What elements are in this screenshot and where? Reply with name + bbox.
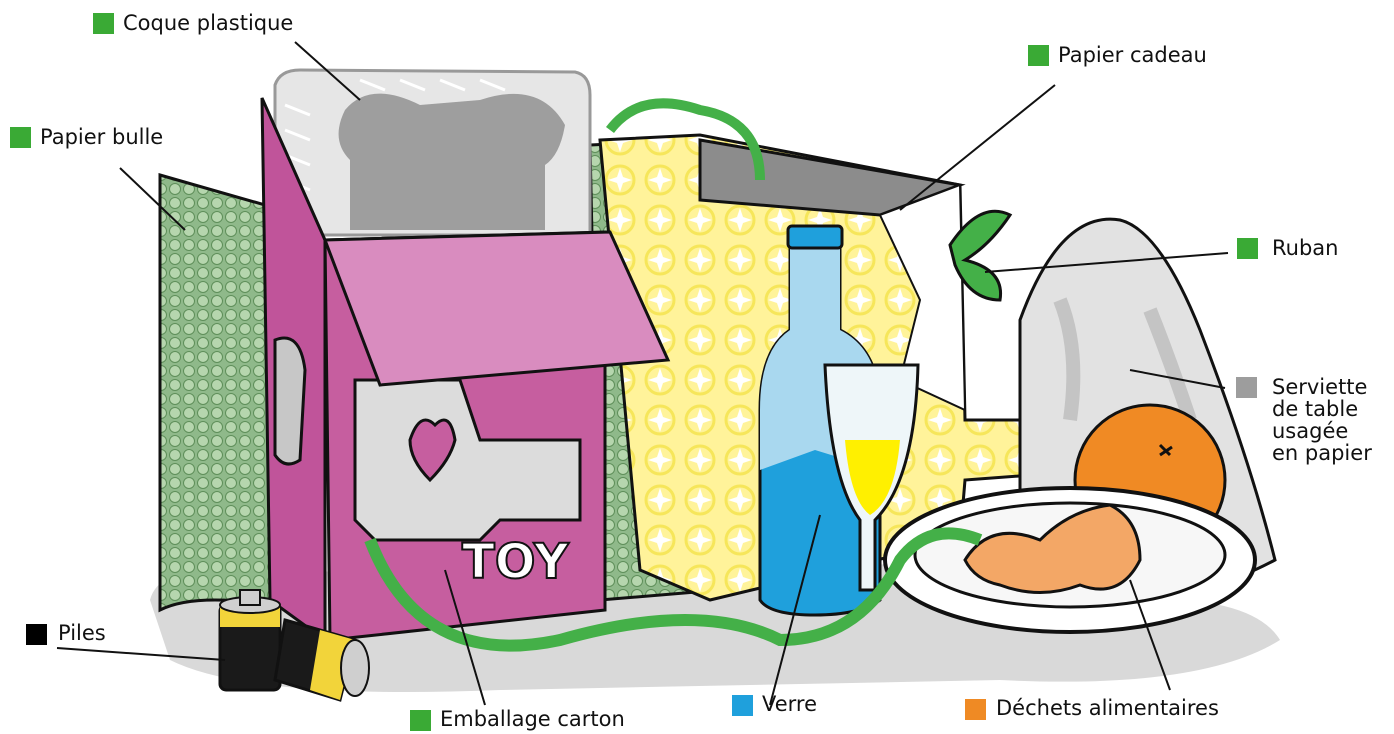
cardboard-flap [325, 232, 668, 385]
legend-square-coque [93, 13, 114, 34]
teddy-shape [339, 94, 565, 230]
label-dechets-alimentaires: Déchets alimentaires [996, 697, 1219, 719]
legend-square-papier-bulle [10, 127, 31, 148]
toy-logo: TOY [462, 534, 570, 590]
legend-square-serviette [1236, 377, 1257, 398]
legend-square-verre [732, 695, 753, 716]
label-piles: Piles [58, 622, 106, 644]
legend-square-ruban [1237, 238, 1258, 259]
label-verre: Verre [762, 693, 817, 715]
label-ruban: Ruban [1272, 237, 1338, 259]
label-papier-cadeau: Papier cadeau [1058, 44, 1207, 66]
legend-square-emballage-carton [410, 710, 431, 731]
label-emballage-carton: Emballage carton [440, 708, 625, 730]
label-coque-plastique: Coque plastique [123, 12, 293, 34]
legend-square-papier-cadeau [1028, 45, 1049, 66]
legend-square-piles [26, 624, 47, 645]
label-serviette-4: en papier [1272, 442, 1372, 464]
label-serviette-2: de table [1272, 398, 1358, 420]
label-serviette-3: usagée [1272, 420, 1348, 442]
legend-square-dechets [965, 699, 986, 720]
label-serviette-1: Serviette [1272, 376, 1367, 398]
label-papier-bulle: Papier bulle [40, 126, 163, 148]
